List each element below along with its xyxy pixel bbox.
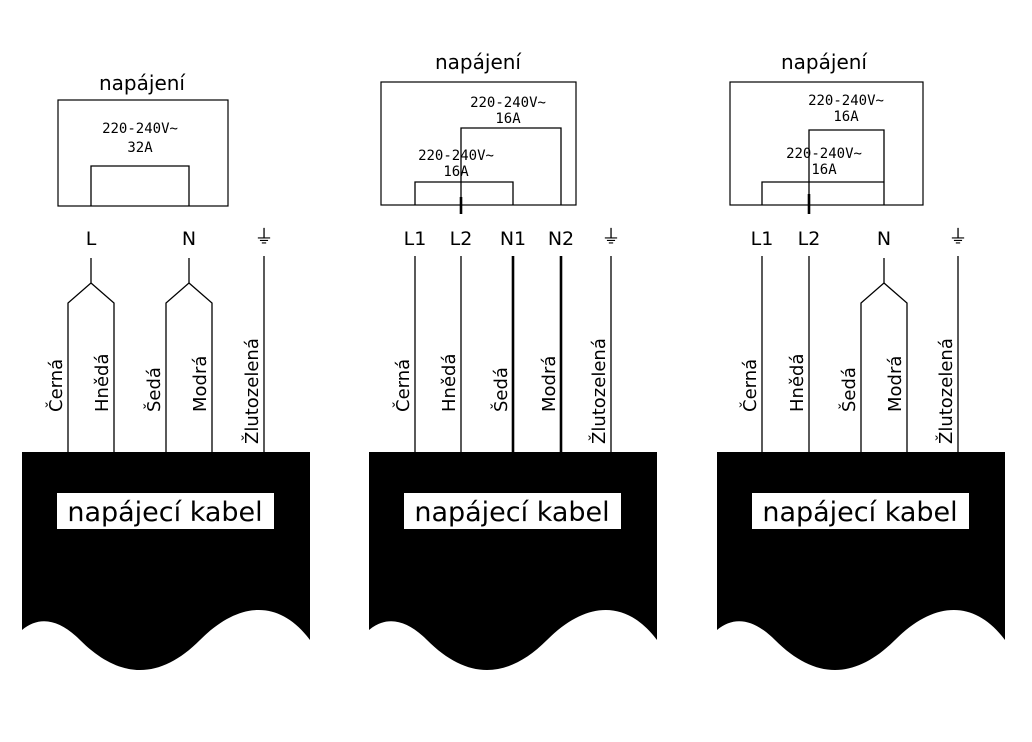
terminal-N2: N2 [548,228,574,250]
wire-label: Hnědá [439,354,460,412]
terminal-N: N [877,228,891,250]
terminal-ground: ⏚ [601,226,620,248]
wire-modra [883,282,908,452]
bridge-L-N [90,165,190,206]
cable-label-bg [404,493,621,529]
spec-voltage: 220-240V~ [418,148,494,164]
wire-seda [165,258,190,452]
wire-label: Hnědá [92,354,113,412]
spec-current: 16A [443,164,469,180]
supply-box [57,99,229,207]
terminal-N1: N1 [500,228,526,250]
cable-label-bg [752,493,969,529]
ground-icon: ⏚ [254,226,273,248]
spec-voltage: 220-240V~ [102,121,178,137]
cable-body [717,452,1005,670]
terminal-L2: L2 [450,228,473,250]
terminal-N: N [182,228,196,250]
wire-label: Modrá [539,356,560,412]
ground-icon: ⏚ [948,226,967,248]
cable-body [22,452,310,670]
supply-box [729,81,924,206]
cable-label: napájecí kabel [414,497,609,528]
cable-body [369,452,657,670]
spec-current: 16A [811,162,837,178]
spec-voltage: 220-240V~ [786,146,862,162]
supply-box [380,81,577,206]
wire-label: Žlutozelená [241,338,263,444]
panel-two-phase-two-neutral: napájení 220-240V~ 16A 220-240V~ 16A L1 … [369,50,657,670]
wire-hneda [90,282,115,452]
terminal-ground: ⏚ [254,226,273,248]
wire-label: Žlutozelená [588,338,610,444]
panel-title: napájení [781,50,868,74]
wire-label: Hnědá [787,354,808,412]
spec-voltage: 220-240V~ [470,95,546,111]
panel-single-phase: napájení 220-240V~ 32A L N ⏚ Černá Hnědá… [22,71,310,670]
spec-voltage: 220-240V~ [808,93,884,109]
bridge-L1-N1 [414,181,514,205]
wire-seda [860,258,885,452]
spec-current: 32A [127,140,153,156]
terminal-L2: L2 [798,228,821,250]
cable-label: napájecí kabel [762,497,957,528]
spec-current: 16A [495,111,521,127]
wire-cerna [67,258,92,452]
terminal-L: L [86,228,97,250]
wire-label: Šedá [490,367,512,412]
panel-two-phase-one-neutral: napájení 220-240V~ 16A 220-240V~ 16A L1 … [717,50,1005,670]
panel-title: napájení [99,71,186,95]
wire-label: Černá [739,359,761,412]
cable-label-bg [57,493,274,529]
terminal-L1: L1 [751,228,774,250]
spec-current: 16A [833,109,859,125]
terminal-ground: ⏚ [948,226,967,248]
ground-icon: ⏚ [601,226,620,248]
wire-label: Černá [45,359,67,412]
wire-modra [188,282,213,452]
panel-title: napájení [435,50,522,74]
terminal-L1: L1 [404,228,427,250]
wire-label: Žlutozelená [935,338,957,444]
bridge-L2-N [808,129,885,205]
wire-label: Modrá [190,356,211,412]
wire-label: Černá [392,359,414,412]
wire-label: Šedá [838,367,860,412]
bridge-L1-N [761,181,884,205]
cable-label: napájecí kabel [67,497,262,528]
wire-label: Modrá [885,356,906,412]
wire-label: Šedá [143,367,165,412]
bridge-L2-N2 [460,127,562,205]
